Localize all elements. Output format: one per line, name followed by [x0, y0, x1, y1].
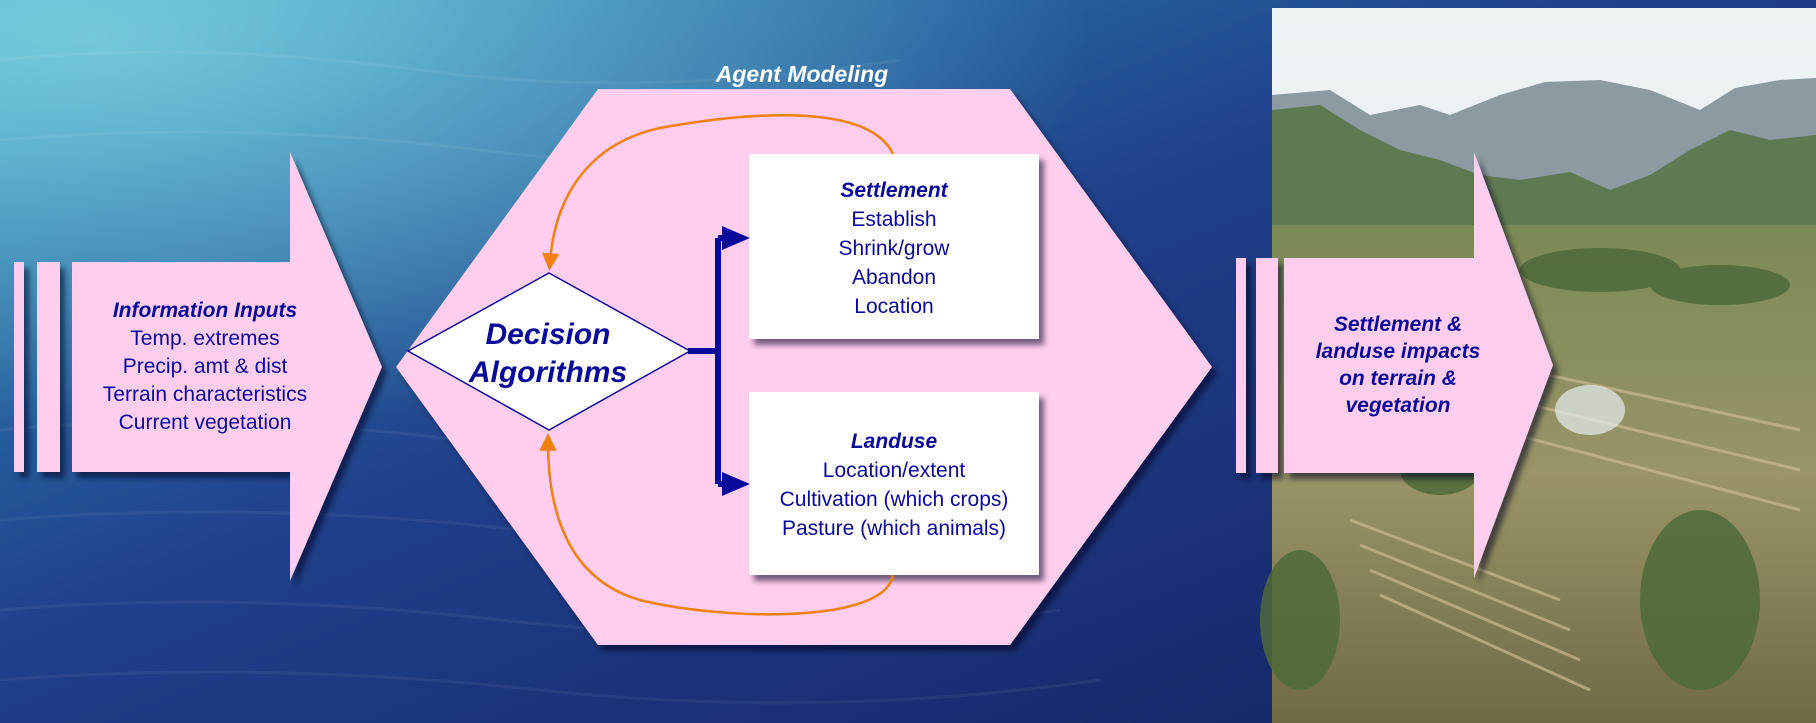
information-inputs-text: Information Inputs Temp. extremes Precip… [103, 299, 307, 434]
settlement-line-3: Abandon [852, 266, 936, 289]
information-inputs-arrow [14, 152, 382, 581]
agent-modeling-title: Agent Modeling [715, 61, 888, 87]
inputs-title: Information Inputs [113, 299, 297, 322]
landuse-title: Landuse [851, 430, 938, 453]
impacts-bar-2 [1256, 258, 1278, 473]
impacts-text: Settlement & landuse impacts on terrain … [1316, 313, 1481, 417]
arrow-to-landuse [722, 472, 750, 496]
impacts-arrow [1236, 152, 1553, 578]
settlement-title: Settlement [840, 179, 948, 202]
input-bar-1 [14, 262, 24, 472]
impacts-line-2: landuse impacts [1316, 340, 1481, 363]
settlement-text: Settlement Establish Shrink/grow Abandon… [839, 179, 951, 318]
arrow-to-settlement [722, 226, 750, 250]
inputs-line-4: Current vegetation [119, 411, 292, 434]
settlement-line-2: Shrink/grow [839, 237, 951, 260]
impacts-line-1: Settlement & [1334, 313, 1462, 336]
inputs-line-3: Terrain characteristics [103, 383, 307, 406]
decision-line-1: Decision [485, 318, 610, 351]
landuse-text: Landuse Location/extent Cultivation (whi… [780, 430, 1009, 540]
inputs-line-1: Temp. extremes [130, 327, 279, 350]
landuse-box [749, 392, 1039, 575]
decision-line-2: Algorithms [468, 356, 627, 389]
impacts-line-4: vegetation [1345, 394, 1450, 417]
settlement-box [749, 154, 1039, 339]
input-bar-2 [37, 262, 60, 472]
impacts-bar-1 [1236, 258, 1246, 473]
landuse-line-1: Location/extent [823, 459, 966, 482]
landuse-line-2: Cultivation (which crops) [780, 488, 1009, 511]
settlement-feedback-arrow [541, 113, 895, 271]
landuse-feedback-arrow [539, 433, 895, 616]
decision-text: Decision Algorithms [468, 318, 627, 389]
landuse-line-3: Pasture (which animals) [782, 517, 1006, 540]
impacts-line-3: on terrain & [1339, 367, 1457, 390]
decision-diamond [406, 272, 692, 431]
settlement-line-4: Location [854, 295, 933, 318]
settlement-line-1: Establish [851, 208, 936, 231]
inputs-line-2: Precip. amt & dist [123, 355, 288, 378]
